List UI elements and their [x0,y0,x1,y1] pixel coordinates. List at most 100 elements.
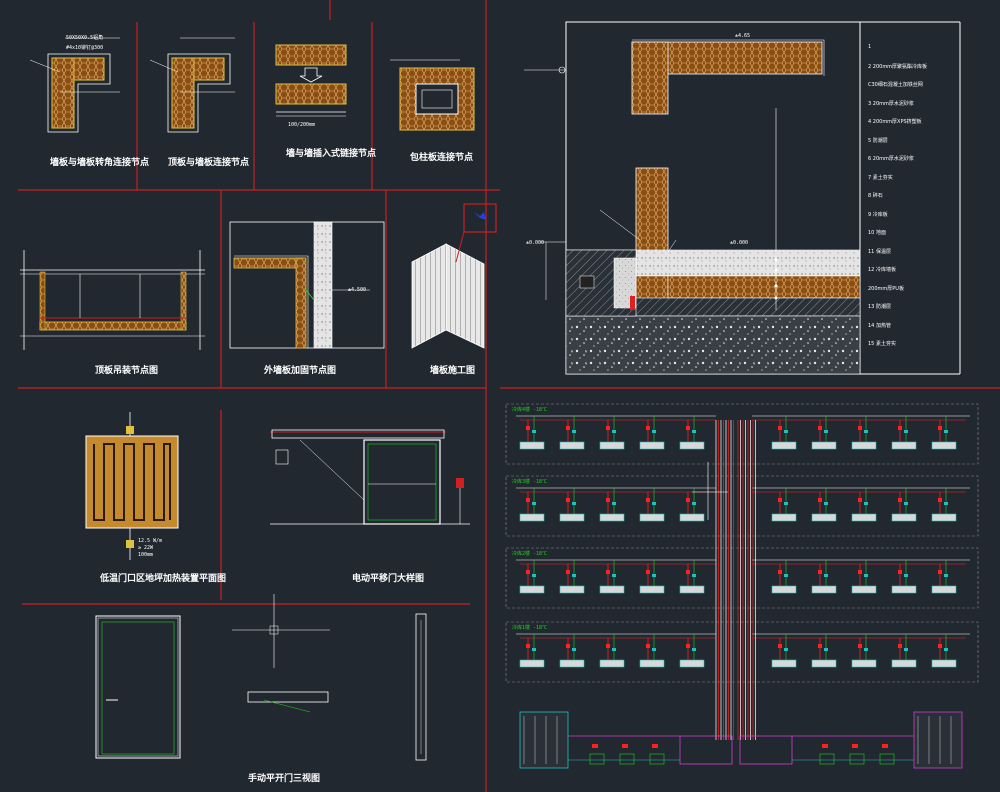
evaporator-unit [891,659,917,668]
evaporator-unit [679,585,705,594]
valve [898,570,902,574]
valve [566,570,570,574]
title-corner-joint: 墙板与墙板转角连接节点 [50,158,150,168]
valve [904,502,908,505]
valve [526,570,530,574]
evaporator-unit [519,585,545,594]
valve [778,570,782,574]
valve [686,498,690,502]
valve [864,430,868,433]
heat-spec-c: 100mm [138,552,154,558]
legend-item: 13 防潮层 [868,304,891,310]
legend-item: 5 防潮层 [868,137,888,144]
evaporator-unit [639,585,665,594]
valve [646,426,650,430]
heat-spec-b: ≥ 22W [138,545,154,551]
valve [646,498,650,502]
evaporator-unit [771,585,797,594]
condenser-left [519,711,569,769]
evaporator-unit [851,513,877,522]
evaporator-unit [519,441,545,450]
title-sliding-door: 电动平移门大样图 [352,574,425,584]
spec-angle: 50X50X0.5铝角 [66,35,104,41]
evaporator-unit [519,659,545,668]
legend-item: 11 保温层 [868,248,891,255]
valve [824,502,828,505]
spec-rivet: #4x10铆钉@300 [66,45,104,51]
valve [904,648,908,651]
evaporator-unit [931,585,957,594]
panel-construction-diagram [411,203,497,349]
compressor-unit [679,735,733,765]
evaporator-unit [639,659,665,668]
evaporator-unit [891,585,917,594]
sliding-door-diagram [270,429,470,525]
floor-zone [505,621,979,683]
evaporator-unit [891,441,917,450]
valve [778,644,782,648]
valve [526,426,530,430]
evaporator-unit [811,441,837,450]
evaporator-unit [559,659,585,668]
heat-spec-a: 12.5 W/m [138,538,163,544]
evaporator-unit [559,585,585,594]
floor-zone [505,403,979,465]
valve [944,502,948,505]
legend-item: 15 素土夯实 [868,341,896,347]
valve [686,644,690,648]
valve [898,644,902,648]
valve [852,744,858,748]
valve [532,502,536,505]
floor-label: 冷库4楼 -18℃ [512,407,548,413]
compressor-unit [739,735,793,765]
evaporator-unit [851,585,877,594]
valve [686,570,690,574]
valve [778,426,782,430]
floor-heating-plan [85,412,179,560]
valve [824,648,828,651]
valve [692,574,696,577]
evaporator-unit [599,441,625,450]
valve [646,570,650,574]
valve [572,648,576,651]
legend-item: 7 素土夯实 [868,174,893,181]
valve [652,744,658,748]
valve [606,498,610,502]
corner-joint-diagram [29,37,120,133]
legend-item: 4 200mm厚XPS挤塑板 [868,119,922,125]
evaporator-unit [599,585,625,594]
evaporator-unit [931,513,957,522]
floor-label: 冷库1楼 -18℃ [512,625,548,631]
valve [686,426,690,430]
evaporator-unit [811,513,837,522]
valve [526,644,530,648]
ceiling-hanging-diagram [20,250,205,350]
legend-item: 12 冷库墙板 [868,267,896,273]
valve [944,648,948,651]
valve [592,744,598,748]
legend-item: 8 碎石 [868,193,883,199]
valve [784,648,788,651]
legend-item: 6 20mm厚水泥砂浆 [868,156,914,162]
legend-item: 2 200mm厚聚氨酯冷库板 [868,63,928,70]
valve [938,498,942,502]
elev-ground: ±0.000 [526,240,545,246]
evaporator-unit [811,585,837,594]
valve [652,574,656,577]
title-swing-door: 手动平开门三视图 [248,774,321,784]
valve [652,502,656,505]
evaporator-unit [679,659,705,668]
valve [572,574,576,577]
elev-floor: ±0.000 [730,240,749,246]
valve [882,744,888,748]
evaporator-unit [771,659,797,668]
valve [606,570,610,574]
evaporator-unit [771,513,797,522]
valve [938,426,942,430]
floor-zone [505,475,979,537]
valve [904,574,908,577]
condenser-right [913,711,963,769]
evaporator-unit [891,513,917,522]
title-roof-wall-joint: 顶板与墙板连接节点 [168,158,250,168]
floor-label: 冷库2楼 -18℃ [512,551,548,557]
